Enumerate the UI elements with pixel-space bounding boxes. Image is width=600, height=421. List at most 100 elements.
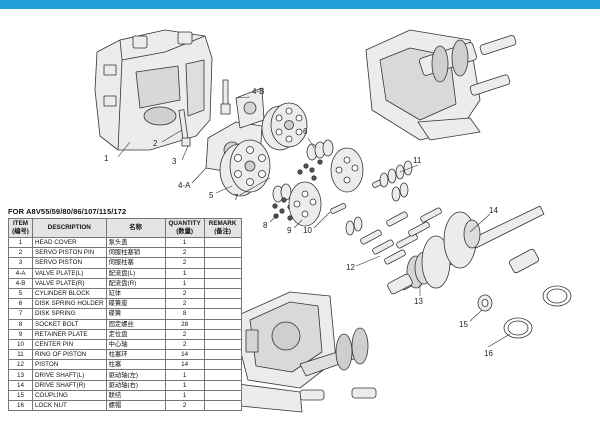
cell-remark [203, 257, 242, 269]
cell-name-cn: 固定螺丝 [105, 318, 166, 330]
cell-item: 15 [8, 389, 33, 402]
callout-11: 11 [413, 156, 422, 165]
cell-remark [203, 318, 242, 330]
callout-2: 2 [153, 139, 158, 148]
cell-name-cn: 驱动轴(右) [105, 379, 166, 391]
cell-name-cn: 伺服柱塞 [105, 257, 166, 269]
piston-part [345, 160, 442, 265]
parts-list-table: ITEM (编号) DESCRIPTION 名称 QUANTITY (数量) R… [8, 218, 242, 412]
cell-description: LOCK NUT [32, 399, 107, 412]
cell-name-cn: 泵头盖 [105, 236, 166, 249]
table-title: FOR A8V55/59/80/86/107/115/172 [8, 207, 127, 216]
cell-item: 2 [8, 247, 33, 259]
header-name-cn: 名称 [105, 218, 166, 238]
cell-item: 12 [8, 359, 33, 371]
cell-quantity: 14 [164, 359, 205, 371]
cell-item: 3 [8, 257, 33, 269]
cell-description: DISK SPRING HOLDER [32, 298, 107, 310]
callout-6: 6 [303, 127, 308, 136]
table-header-row: ITEM (编号) DESCRIPTION 名称 QUANTITY (数量) R… [8, 218, 242, 238]
cell-item: 10 [8, 338, 33, 351]
cell-item: 13 [8, 369, 33, 381]
cell-item: 1 [8, 236, 33, 249]
lock-nut-part [503, 285, 572, 339]
callout-16: 16 [484, 349, 493, 358]
cell-name-cn: 定位盘 [105, 328, 166, 340]
cell-quantity: 2 [164, 257, 205, 269]
cell-quantity: 1 [164, 236, 205, 249]
cell-name-cn: 螺帽 [105, 399, 166, 412]
cell-description: SERVO PISTON [32, 257, 107, 269]
cell-item: 4-A [8, 267, 33, 279]
cell-quantity: 2 [164, 287, 205, 300]
cell-item: 5 [8, 287, 33, 300]
coupling-part [477, 294, 493, 312]
cell-description: SERVO PISTON PIN [32, 247, 107, 259]
cell-quantity: 2 [164, 328, 205, 340]
cell-name-cn: 配流盘(R) [105, 277, 166, 289]
cell-name-cn: 缸体 [105, 287, 166, 300]
cell-item: 7 [8, 308, 33, 320]
cell-description: RETAINER PLATE [32, 328, 107, 340]
cell-remark [203, 236, 242, 249]
cell-quantity: 2 [164, 298, 205, 310]
cell-remark [203, 308, 242, 320]
cell-description: COUPLING [32, 389, 107, 402]
header-quantity-label: QUANTITY [168, 220, 201, 227]
cylinder-block-part [219, 102, 308, 197]
cell-quantity: 1 [164, 277, 205, 289]
callout-4b: 4-B [252, 87, 264, 96]
callout-10: 10 [303, 226, 312, 235]
callout-8: 8 [263, 221, 268, 230]
cell-description: DISK SPRING [32, 308, 107, 320]
cell-name-cn: 柱塞 [105, 359, 166, 371]
cell-remark [203, 267, 242, 279]
callout-1: 1 [104, 154, 109, 163]
header-remark-cn: (备注) [214, 228, 231, 235]
disk-spring-part [272, 139, 334, 203]
cell-quantity: 2 [164, 399, 205, 412]
cell-remark [203, 328, 242, 340]
cell-remark [203, 389, 242, 402]
cell-quantity: 1 [164, 389, 205, 402]
cell-name-cn: 中心轴 [105, 338, 166, 351]
cell-quantity: 28 [164, 318, 205, 330]
cell-remark [203, 349, 242, 361]
callout-4a: 4-A [178, 181, 191, 190]
cell-remark [203, 379, 242, 391]
cell-item: 9 [8, 328, 33, 340]
header-remark: REMARK (备注) [203, 218, 242, 238]
cell-description: VALVE PLATE(R) [32, 277, 107, 289]
callout-15: 15 [459, 320, 468, 329]
header-description: DESCRIPTION [32, 218, 107, 238]
servo-pin-part [178, 79, 231, 147]
cell-name-cn: 碟簧座 [105, 298, 166, 310]
callout-14: 14 [489, 206, 498, 215]
cell-item: 4-B [8, 277, 33, 289]
header-item-label: ITEM [12, 220, 29, 227]
cell-remark [203, 287, 242, 300]
cell-description: CYLINDER BLOCK [32, 287, 107, 300]
cell-remark [203, 359, 242, 371]
assembled-pump-top-right [365, 29, 517, 141]
header-remark-label: REMARK [208, 220, 237, 227]
header-item: ITEM (编号) [8, 218, 33, 238]
cell-description: DRIVE SHAFT(L) [32, 369, 107, 381]
assembled-pump-bottom [231, 291, 377, 413]
callout-5: 5 [209, 191, 214, 200]
callout-13: 13 [414, 297, 423, 306]
cell-description: VALVE PLATE(L) [32, 267, 107, 279]
cell-remark [203, 277, 242, 289]
